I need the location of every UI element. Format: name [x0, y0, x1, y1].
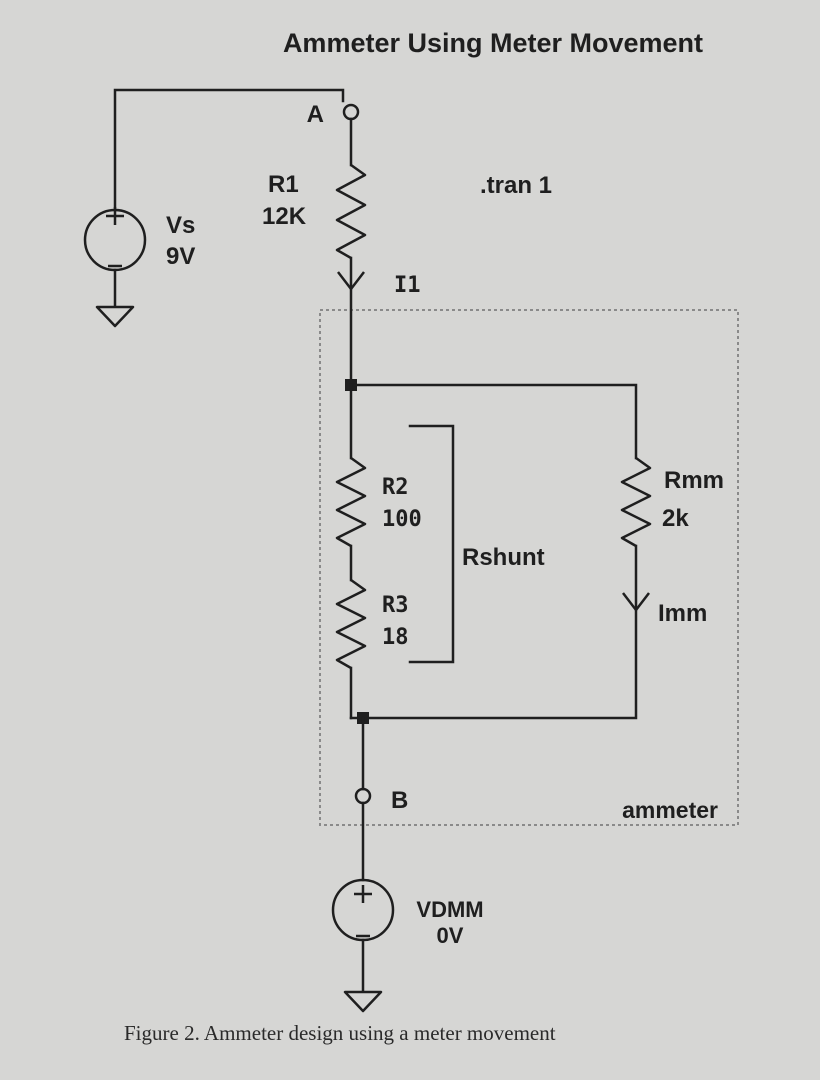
r3-value: 18 [382, 625, 409, 650]
node-a-label: A [307, 101, 324, 128]
r1-name: R1 [268, 171, 299, 198]
rmm-name: Rmm [664, 467, 724, 494]
vs-value: 9V [166, 243, 195, 270]
node-b-label: B [391, 787, 408, 814]
r2-value: 100 [382, 507, 422, 532]
wire-rmm-down [349, 544, 638, 720]
r2-resistor[interactable] [335, 456, 367, 548]
node-a-terminal[interactable] [342, 103, 360, 121]
tran-directive: .tran 1 [480, 172, 552, 199]
figure-caption: Figure 2. Ammeter design using a meter m… [124, 1021, 556, 1045]
vdmm-name: VDMM [416, 897, 483, 922]
vs-name: Vs [166, 212, 195, 239]
vs-ground-icon [95, 305, 135, 328]
rshunt-label: Rshunt [462, 544, 545, 571]
wire-top [113, 88, 345, 212]
vdmm-ground-icon [343, 990, 383, 1013]
ammeter-label: ammeter [622, 797, 718, 823]
diagram-title: Ammeter Using Meter Movement [283, 28, 703, 58]
rmm-resistor[interactable] [620, 456, 652, 548]
imm-arrow-icon [622, 592, 650, 612]
imm-label: Imm [658, 600, 707, 627]
wire-top-right [349, 383, 638, 460]
vdmm-value: 0V [437, 923, 464, 948]
r1-resistor[interactable] [335, 163, 367, 260]
r2-name: R2 [382, 475, 409, 500]
r3-resistor[interactable] [335, 578, 367, 670]
ammeter-boundary [319, 309, 739, 826]
r3-name: R3 [382, 593, 409, 618]
r1-value: 12K [262, 203, 307, 230]
rmm-value: 2k [662, 505, 689, 532]
i1-arrow-icon [337, 271, 365, 291]
vdmm-plus-icon [354, 885, 372, 903]
rshunt-bracket [408, 424, 455, 664]
i1-label: I1 [394, 273, 421, 298]
vs-plus-icon [106, 207, 124, 225]
node-b-terminal[interactable] [354, 787, 372, 805]
